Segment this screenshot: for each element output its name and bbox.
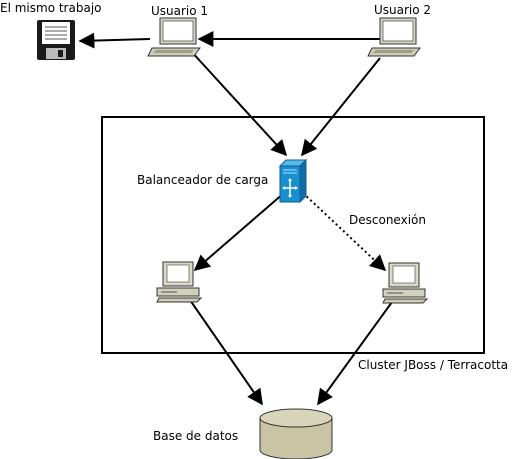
arrow-balancer-to-node1 [193, 192, 285, 272]
cluster-box [101, 116, 485, 354]
label-same-work: El mismo trabajo [0, 1, 102, 15]
desktop-computer-icon-node2 [382, 262, 429, 304]
load-balancer-server-icon [278, 158, 308, 204]
arrow-balancer-to-node2-dotted [302, 192, 387, 272]
laptop-icon-user2 [367, 17, 421, 57]
label-disconnection: Desconexión [349, 213, 426, 227]
label-user1: Usuario 1 [151, 4, 208, 18]
desktop-computer-icon-node1 [156, 261, 203, 303]
label-cluster: Cluster JBoss / Terracotta [358, 358, 508, 372]
label-load-balancer: Balanceador de carga [137, 173, 268, 187]
label-user2: Usuario 2 [374, 3, 431, 17]
arrow-node2-to-database [317, 301, 393, 406]
floppy-disk-icon [37, 20, 75, 60]
laptop-icon-user1 [147, 17, 201, 57]
arrow-user2-to-balancer [300, 57, 381, 157]
arrow-user1-to-balancer [189, 49, 288, 157]
arrow-node1-to-database [189, 299, 263, 406]
arrow-user1-to-floppy [78, 32, 151, 49]
label-database: Base de datos [153, 429, 238, 443]
connections [78, 31, 393, 406]
database-cylinder-icon [259, 408, 333, 459]
